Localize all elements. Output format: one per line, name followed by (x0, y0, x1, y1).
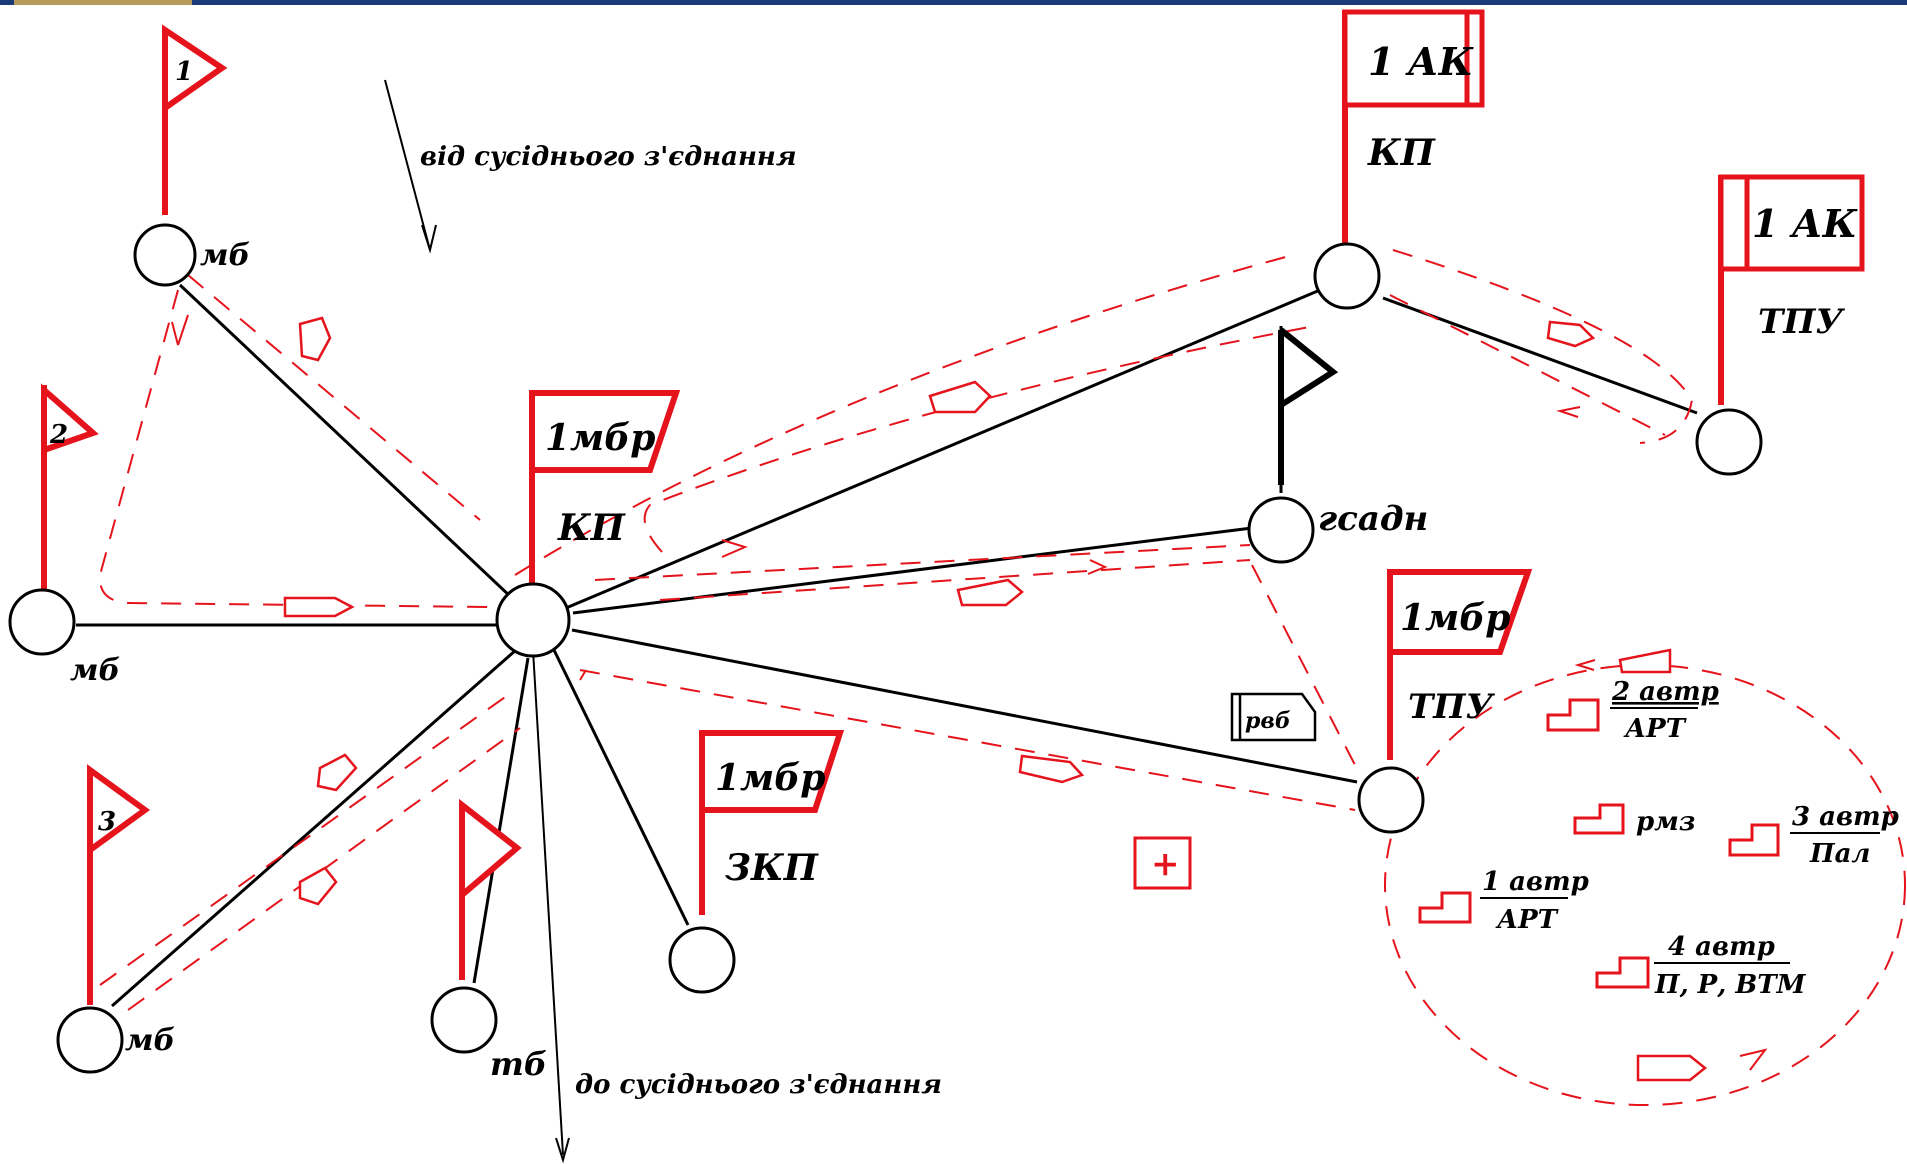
brigade-flags (529, 390, 1533, 813)
unit-3-bottom: Пал (1809, 839, 1870, 869)
brigade-zkp-flag-text: 1мбр (715, 757, 825, 799)
external-arrows (384, 79, 570, 1164)
red-routes (98, 249, 1906, 1106)
label-rvb: рвб (1245, 708, 1291, 734)
unit-1-bottom: АРТ (1495, 905, 1559, 935)
nodes (8, 223, 1763, 1074)
triangle-flags (41, 24, 522, 902)
unit-1-top: 1 автр (1482, 867, 1589, 897)
flag1-number: 1 (175, 57, 193, 87)
labels: від сусіднього з'єднання до сусіднього з… (49, 39, 1899, 1100)
unit-4-top: 4 автр (1668, 932, 1775, 962)
corps-kp-flag-text: 1 АК (1368, 39, 1475, 84)
label-mb-1: мб (200, 238, 250, 273)
label-gsadn: гсадн (1318, 499, 1428, 539)
label-rmz: рмз (1636, 807, 1696, 837)
corps-tpu-label: ТПУ (1758, 302, 1845, 342)
unit-4-bottom: П, Р, ВТМ (1654, 970, 1807, 1000)
flag-poles (41, 10, 1724, 1005)
corps-flags (1342, 9, 1865, 272)
brigade-kp-label: КП (557, 507, 626, 549)
medical-point (1133, 836, 1192, 890)
rvb-marker (1230, 692, 1317, 742)
brigade-tpu-flag-text: 1мбр (1400, 597, 1510, 639)
vehicle-markers (283, 316, 1708, 1082)
gsadn-flag (1279, 327, 1339, 408)
corps-kp-label: КП (1367, 132, 1436, 174)
label-from-neighbor: від сусіднього з'єднання (420, 142, 797, 172)
brigade-kp-flag-text: 1мбр (545, 417, 655, 459)
flag3-number: 3 (98, 807, 116, 837)
top-bar (0, 0, 1907, 5)
unit-2-bottom: АРТ (1623, 714, 1687, 744)
label-mb-2: мб (70, 653, 120, 688)
label-tb: тб (490, 1045, 547, 1083)
unit-2-top: 2 автр (1611, 677, 1719, 707)
brigade-tpu-label: ТПУ (1408, 687, 1495, 727)
unit-3-top: 3 автр (1792, 802, 1899, 832)
red-arrows (171, 314, 1768, 1071)
logo (14, 0, 192, 5)
corps-tpu-flag-text: 1 АК (1752, 201, 1859, 246)
label-mb-3: мб (125, 1023, 175, 1058)
flag2-number: 2 (49, 420, 68, 450)
brigade-zkp-label: ЗКП (725, 847, 819, 889)
unit-step-icons (1418, 698, 1780, 989)
label-to-neighbor: до сусіднього з'єднання (575, 1070, 942, 1100)
plus-sign: + (1151, 844, 1180, 884)
